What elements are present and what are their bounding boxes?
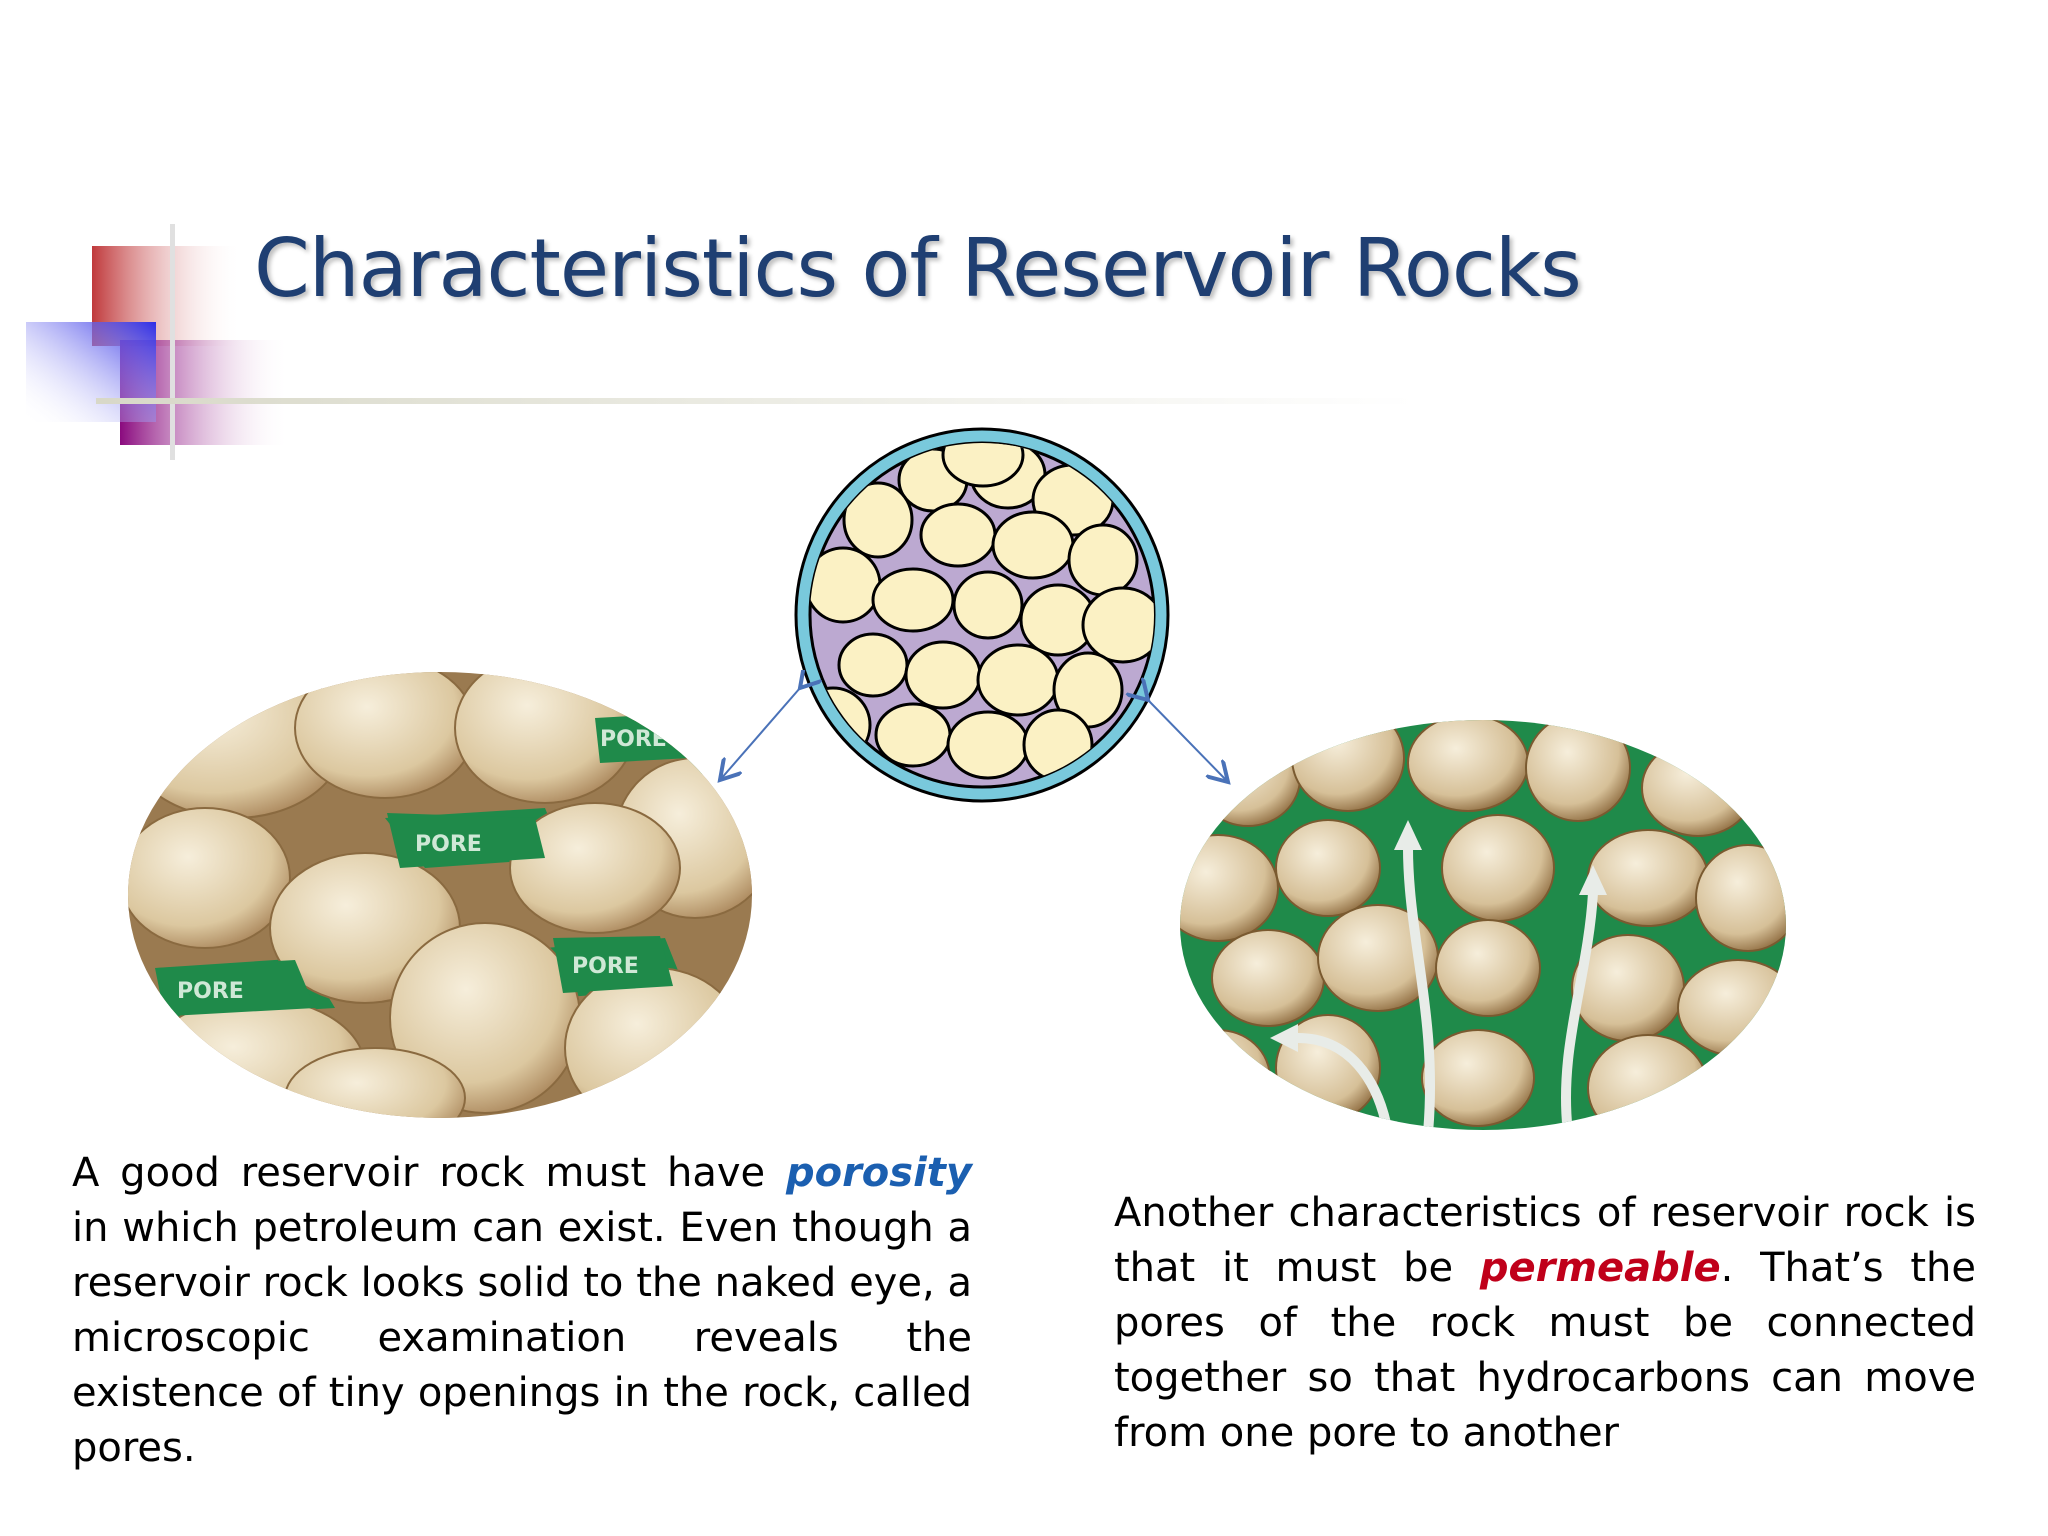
grain [1421,1029,1535,1127]
grain [1407,720,1529,812]
flow-arrowhead [1579,865,1607,895]
porosity-image: PORE PORE PORE PORE [128,672,752,1118]
pore-label: PORE [572,954,639,979]
pore-region [553,936,673,993]
pore-label: PORE [600,727,667,752]
grain [1587,1034,1709,1130]
pore-region [387,813,545,868]
pore-label: PORE [415,832,482,857]
permeability-paragraph: Another characteristics of reservoir roc… [1114,1186,1976,1461]
grain [509,802,681,934]
deco-vertical-line [170,224,175,460]
pore-label: PORE [177,979,244,1004]
permeability-text-intro: Another characteristics of reservoir roc… [1114,1190,1976,1291]
grain [1291,720,1405,812]
grain [1711,1044,1786,1130]
grain [1525,720,1631,822]
deco-blue-block [26,322,156,422]
grain [1211,929,1325,1027]
grain [1180,1029,1271,1127]
grain [1441,814,1555,922]
porosity-paragraph: A good reservoir rock must have porosity… [72,1146,972,1476]
grain [1677,959,1786,1057]
flow-arrow [1293,1033,1393,1130]
permeability-keyword: permeable [1479,1245,1721,1291]
grain [1067,523,1139,597]
grain [294,672,476,799]
grain [1587,829,1709,927]
grain [1275,819,1381,917]
grain [1435,919,1541,1017]
arrow-to-porosity [720,688,800,780]
rock-cross-section-circle [794,427,1170,803]
porosity-keyword: porosity [785,1150,972,1196]
grain [919,502,997,568]
permeability-text-body: . That’s the pores of the rock must be c… [1114,1245,1976,1456]
slide-title: Characteristics of Reservoir Rocks [254,222,1582,315]
flow-arrowhead [1394,820,1422,850]
grain [564,967,746,1118]
grain [1641,739,1755,837]
grain [842,481,914,559]
flow-arrow [1403,843,1435,1130]
connector-arrows [700,670,1260,800]
grain [941,443,1025,488]
grain [1195,729,1301,827]
permeability-image [1180,720,1786,1130]
pore-region [157,960,315,1016]
grain [1081,586,1154,664]
porosity-text-body: in which petroleum can exist. Even thoug… [72,1205,972,1471]
grain [991,510,1075,580]
title-decoration [26,224,1416,460]
grain [952,570,1024,640]
arrow-to-permeability [1148,700,1228,782]
flow-arrow [1560,888,1598,1130]
grain [871,567,955,633]
grain [1695,844,1786,952]
grain [128,807,291,949]
deco-horizontal-line [96,398,1416,404]
porosity-text-intro: A good reservoir rock must have [72,1150,786,1196]
flow-arrowhead [1270,1024,1298,1052]
